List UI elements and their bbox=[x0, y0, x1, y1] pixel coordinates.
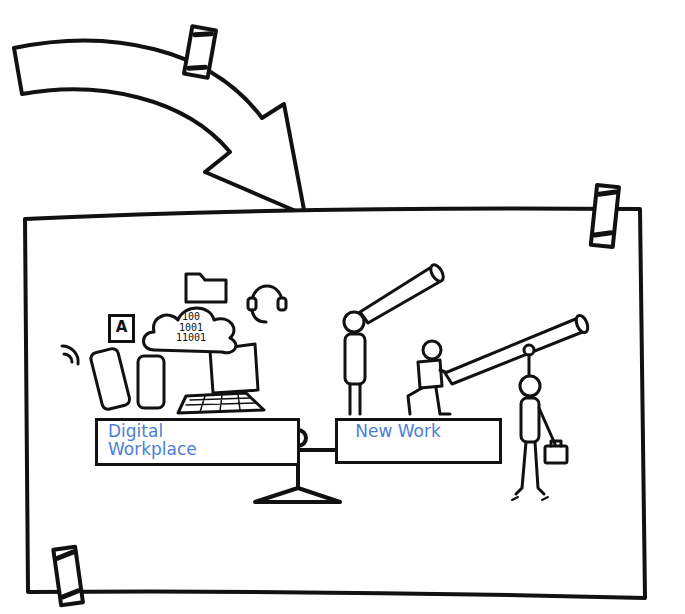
telescope-lens bbox=[574, 314, 590, 334]
balance-base bbox=[255, 488, 340, 502]
scale-pan: Digital Workplace bbox=[95, 418, 300, 466]
tape-edge bbox=[595, 190, 616, 236]
tape-outline bbox=[53, 547, 83, 606]
cloud-path bbox=[144, 308, 236, 353]
tablet-icon bbox=[138, 356, 164, 408]
tape-outline bbox=[591, 185, 619, 247]
stick-figure bbox=[344, 263, 446, 414]
figure-head bbox=[423, 341, 441, 359]
wifi-symbol bbox=[62, 346, 78, 364]
figure-legs bbox=[350, 384, 360, 414]
node-label: A bbox=[111, 320, 132, 336]
briefcase bbox=[545, 446, 567, 463]
cloud-shape: 100 1001 11001 bbox=[138, 300, 242, 358]
scale-pan: New Work bbox=[335, 418, 502, 464]
smartphone-icon bbox=[90, 347, 131, 410]
paper-frame bbox=[25, 208, 645, 598]
laptop-keyboard bbox=[178, 393, 264, 413]
tape-strip bbox=[591, 185, 619, 247]
headset-cup bbox=[248, 298, 256, 310]
figure-arm bbox=[539, 408, 555, 444]
headset-cup bbox=[278, 298, 286, 310]
phone-body bbox=[90, 347, 131, 410]
figure-legs bbox=[408, 388, 450, 414]
icon-box: A bbox=[108, 314, 135, 343]
wifi-arc bbox=[64, 354, 72, 362]
folder-icon bbox=[186, 274, 226, 302]
balance-beam bbox=[298, 448, 337, 452]
telescope bbox=[445, 318, 585, 384]
laptop-icon bbox=[178, 344, 264, 413]
tape-strip bbox=[53, 547, 83, 606]
figure-head bbox=[344, 312, 364, 332]
node-label: Digital Workplace bbox=[108, 423, 220, 459]
wifi-arc bbox=[62, 346, 78, 364]
figure-head bbox=[520, 376, 540, 396]
figure-body bbox=[345, 334, 365, 384]
figure-body bbox=[521, 398, 539, 442]
node-label: 100 1001 11001 bbox=[172, 312, 210, 344]
tape-outline bbox=[184, 26, 216, 77]
telescope bbox=[360, 266, 441, 323]
headset-icon bbox=[248, 286, 286, 322]
tape-edge bbox=[57, 552, 79, 597]
headset-mic bbox=[252, 310, 266, 322]
figure-arm bbox=[528, 355, 531, 375]
keyboard-keys bbox=[186, 394, 256, 412]
motion-marks bbox=[512, 497, 548, 500]
figure-legs bbox=[516, 442, 544, 494]
briefcase-handle bbox=[551, 441, 561, 446]
figure-body bbox=[418, 360, 442, 388]
curved-arrow bbox=[14, 41, 305, 215]
telescope-lens bbox=[428, 263, 446, 284]
tape-edge bbox=[189, 31, 211, 71]
stick-figure bbox=[512, 345, 567, 500]
stick-figure bbox=[408, 314, 590, 414]
tape-strip bbox=[184, 26, 216, 77]
node-label: New Work bbox=[348, 423, 448, 441]
